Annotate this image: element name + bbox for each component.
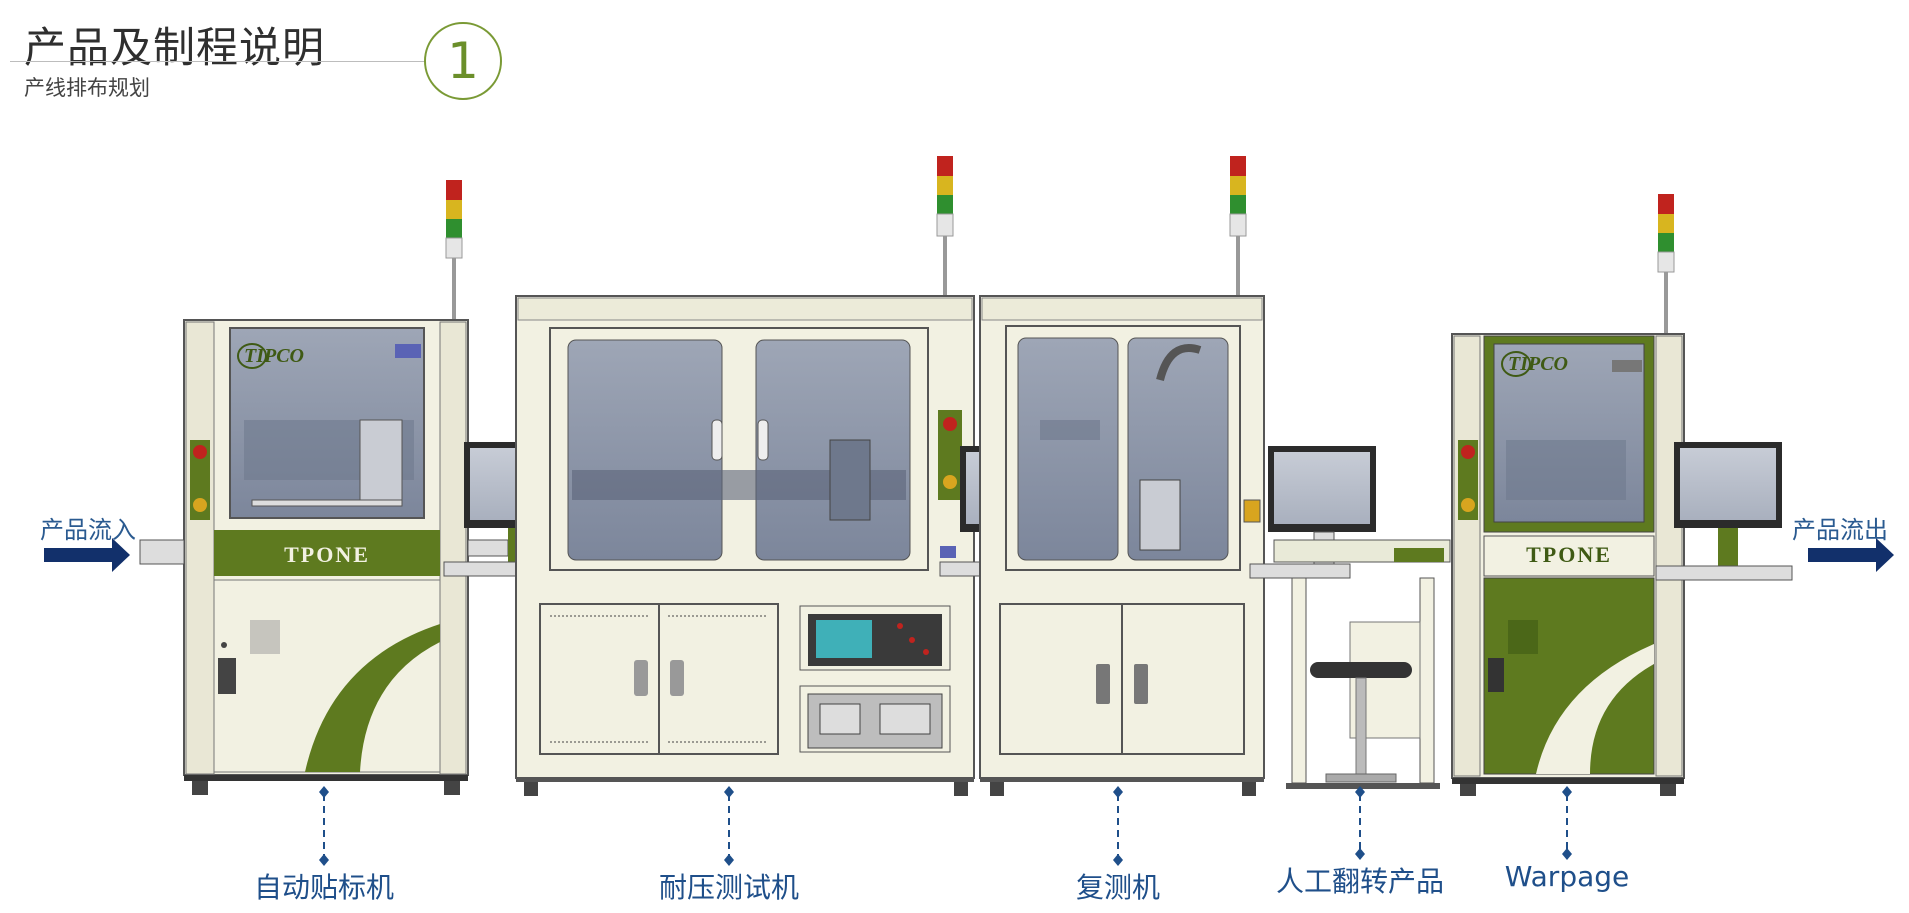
inflow-label: 产品流入 (40, 516, 136, 544)
pointer-diamond-icon (319, 786, 329, 798)
pointer-diamond-icon (1113, 786, 1123, 798)
step-number-badge: 1 (424, 22, 502, 100)
pointer-diamond-icon (1113, 854, 1123, 866)
brand-logo-text: TIPCO (244, 345, 304, 367)
emergency-stop-icon (193, 445, 207, 459)
machine-retest (979, 156, 1265, 796)
pointer-diamond-icon (1355, 848, 1365, 860)
page-subtitle: 产线排布规划 (24, 76, 150, 100)
machine-hipot-tester (515, 156, 1077, 796)
machine-auto-labeler: TIPCO TPONE (139, 180, 509, 795)
machine-nameplate: TPONE (1526, 542, 1612, 567)
signal-tower-icon (936, 156, 954, 296)
inflow-arrow-icon (44, 538, 130, 572)
signal-tower-icon (1657, 194, 1675, 334)
label-manual-flip: 人工翻转产品 (1275, 865, 1445, 898)
label-retest: 复测机 (1075, 871, 1161, 904)
machine-warpage: TIPCO TPONE (1451, 194, 1685, 796)
pointer-diamond-icon (1562, 848, 1572, 860)
title-divider (10, 61, 426, 62)
page-title: 产品及制程说明 (24, 23, 326, 72)
stool-icon (1310, 662, 1412, 678)
signal-tower-icon (1229, 156, 1247, 296)
pointer-diamond-icon (1355, 786, 1365, 798)
brand-logo-text: TIPCO (1508, 353, 1568, 375)
monitor-5 (1655, 442, 1793, 581)
pointer-diamond-icon (724, 854, 734, 866)
label-auto-labeler: 自动贴标机 (253, 871, 395, 904)
tipco-logo-icon: TIPCO (1501, 351, 1568, 377)
outflow-label: 产品流出 (1792, 516, 1888, 544)
machine-nameplate: TPONE (284, 542, 370, 567)
label-hipot-tester: 耐压测试机 (658, 871, 800, 904)
pointer-diamond-icon (724, 786, 734, 798)
manual-flip-station (1249, 446, 1451, 789)
label-warpage: Warpage (1504, 860, 1630, 893)
outflow-arrow-icon (1808, 538, 1894, 572)
pointer-diamond-icon (1562, 786, 1572, 798)
tipco-logo-icon: TIPCO (237, 343, 304, 369)
signal-tower-icon (445, 180, 463, 320)
pointer-diamond-icon (319, 854, 329, 866)
